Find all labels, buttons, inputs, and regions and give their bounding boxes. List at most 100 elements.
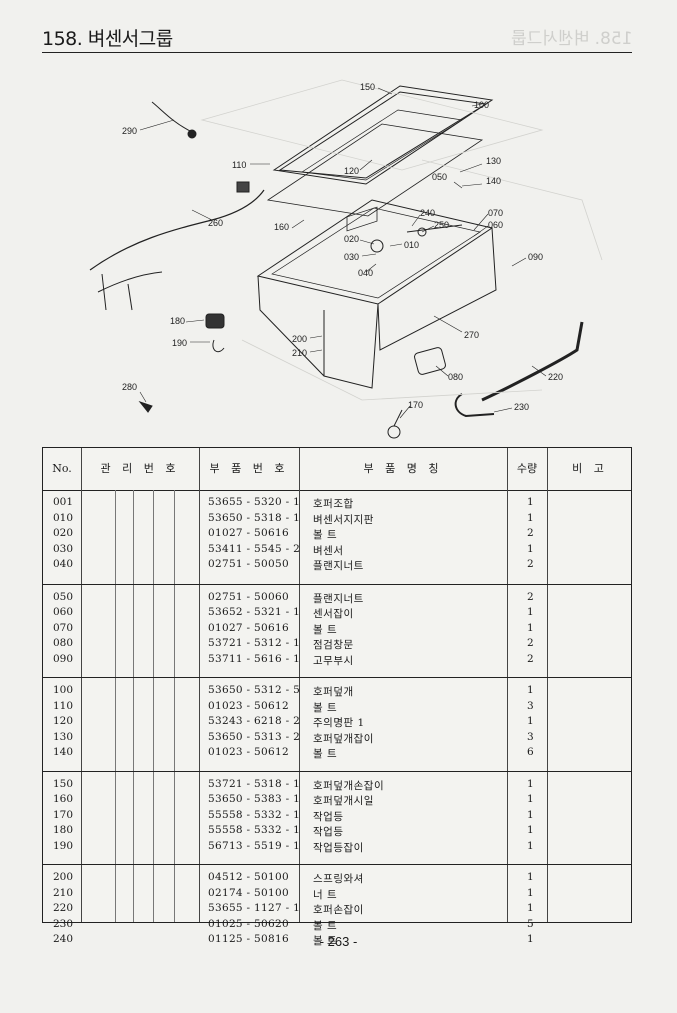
cell-no: 050	[53, 590, 74, 603]
callout-130: 130	[486, 156, 501, 166]
cell-part-number: 53655 - 1127 - 1	[208, 902, 301, 914]
callout-140: 140	[486, 176, 501, 186]
header-no: No.	[52, 462, 72, 475]
cell-part-name: 벼센서지지판	[313, 513, 374, 526]
cell-part-number: 02751 - 50060	[208, 590, 289, 603]
cell-quantity: 1	[527, 542, 534, 555]
leader-lines	[139, 87, 547, 419]
cell-quantity: 2	[527, 652, 534, 665]
page-header: 158. 벼센서그룹 158. 벼센서그룹	[42, 22, 632, 53]
cell-no: 040	[53, 558, 74, 570]
callout-230: 230	[514, 402, 529, 412]
cell-part-number: 53655 - 5320 - 1	[208, 496, 301, 508]
column-divider	[115, 490, 116, 922]
column-divider	[153, 490, 154, 922]
callout-060: 060	[488, 220, 503, 230]
table-row: 040 02751 - 50050 플랜지너트 2	[43, 558, 631, 574]
cell-part-number: 55558 - 5332 - 1	[208, 808, 301, 821]
diagram-svg: 150 100 290 110 120 050 130 140 160 260 …	[89, 79, 603, 439]
cell-part-name: 작업등	[313, 826, 344, 838]
cell-no: 150	[53, 777, 74, 790]
cell-no: 070	[53, 621, 74, 634]
header-part-name: 부 품 명 칭	[363, 462, 443, 475]
cell-part-number: 01023 - 50612	[208, 746, 289, 758]
cell-part-name: 호퍼덮개시일	[313, 795, 374, 807]
cell-part-number: 04512 - 50100	[208, 871, 289, 883]
cell-quantity: 1	[527, 777, 534, 790]
cell-no: 030	[53, 542, 74, 555]
callout-170: 170	[408, 400, 423, 410]
cell-part-name: 호퍼덮개잡이	[313, 732, 374, 745]
cell-part-number: 02174 - 50100	[208, 886, 289, 899]
cell-quantity: 3	[527, 730, 534, 743]
cell-no: 200	[53, 871, 74, 883]
cell-quantity: 2	[527, 558, 534, 570]
cell-quantity: 1	[527, 511, 534, 524]
cell-part-number: 53721 - 5318 - 1	[208, 777, 301, 790]
callout-280: 280	[122, 382, 137, 392]
callout-040: 040	[358, 268, 373, 278]
cell-no: 180	[53, 824, 74, 836]
cell-quantity: 6	[527, 746, 534, 758]
table-header: No. 관 리 번 호 부 품 번 호 부 품 명 칭 수량 비 고	[43, 448, 631, 491]
cell-part-name: 볼 트	[313, 748, 338, 760]
callout-030: 030	[344, 252, 359, 262]
cell-no: 220	[53, 902, 74, 914]
callout-180: 180	[170, 316, 185, 326]
callout-290: 290	[122, 126, 137, 136]
callout-010: 010	[404, 240, 419, 250]
cell-quantity: 1	[527, 808, 534, 821]
cell-no: 010	[53, 511, 74, 524]
hopper-drawing	[89, 79, 603, 439]
column-divider	[133, 490, 134, 922]
page-number: - 263 -	[319, 934, 358, 949]
callout-090: 090	[528, 252, 543, 262]
cell-part-number: 02751 - 50050	[208, 558, 289, 570]
callout-260: 260	[208, 218, 223, 228]
cell-no: 210	[53, 886, 74, 899]
callout-200: 200	[292, 334, 307, 344]
cell-quantity: 3	[527, 699, 534, 712]
cell-part-number: 01025 - 50620	[208, 917, 289, 930]
cell-part-number: 53650 - 5318 - 1	[208, 511, 301, 524]
callout-080: 080	[448, 372, 463, 382]
cell-quantity: 1	[527, 871, 534, 883]
column-divider	[507, 448, 508, 922]
cell-quantity: 1	[527, 902, 534, 914]
cell-part-number: 53652 - 5321 - 1	[208, 606, 301, 618]
parts-exploded-diagram: 150 100 290 110 120 050 130 140 160 260 …	[42, 60, 632, 440]
cell-part-name: 볼 트	[313, 935, 338, 947]
cell-part-name: 호퍼덮개	[313, 686, 354, 698]
callout-190: 190	[172, 338, 187, 348]
cell-part-name: 플랜지너트	[313, 560, 364, 572]
cell-quantity: 1	[527, 684, 534, 696]
cell-no: 060	[53, 606, 74, 618]
cell-part-number: 01125 - 50816	[208, 933, 289, 945]
column-divider	[81, 448, 82, 922]
callout-050: 050	[432, 172, 447, 182]
callout-210: 210	[292, 348, 307, 358]
cell-part-name: 고무부시	[313, 654, 354, 667]
cell-part-number: 53650 - 5383 - 1	[208, 793, 301, 805]
callout-070: 070	[488, 208, 503, 218]
cell-quantity: 2	[527, 527, 534, 539]
cell-no: 090	[53, 652, 74, 665]
cell-no: 130	[53, 730, 74, 743]
cell-part-name: 벼센서	[313, 544, 344, 557]
cell-quantity: 1	[527, 621, 534, 634]
cell-no: 080	[53, 637, 74, 649]
